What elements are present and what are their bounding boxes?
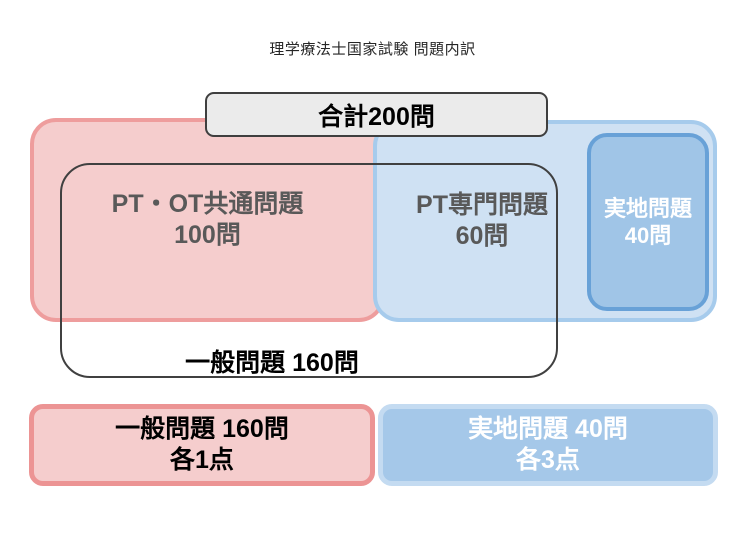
practical-questions-line1: 実地問題 bbox=[603, 195, 692, 221]
specialized-questions-line2: 60問 bbox=[455, 222, 509, 250]
practical-questions-line2: 40問 bbox=[624, 223, 672, 248]
general-score-line1: 一般問題 160問 bbox=[115, 414, 289, 443]
practical-score-label: 実地問題 40問 各3点 bbox=[468, 414, 628, 477]
specialized-questions-area: PT専門問題 60問 bbox=[377, 124, 587, 318]
practical-questions-label: 実地問題 40問 bbox=[604, 195, 692, 250]
practical-score-line2: 各3点 bbox=[516, 446, 580, 474]
total-questions-label: 合計200問 bbox=[318, 102, 435, 131]
practical-score-line1: 実地問題 40問 bbox=[468, 414, 628, 443]
practical-score-box: 実地問題 40問 各3点 bbox=[378, 404, 718, 486]
common-questions-region: PT・OT共通問題 100問 bbox=[30, 118, 385, 322]
general-questions-label: 一般問題 160問 bbox=[185, 349, 359, 377]
general-score-line2: 各1点 bbox=[170, 446, 234, 474]
specialized-questions-label: PT専門問題 60問 bbox=[416, 190, 548, 253]
general-score-label: 一般問題 160問 各1点 bbox=[115, 414, 289, 477]
diagram-title: 理学療法士国家試験 問題内訳 bbox=[269, 41, 476, 58]
common-questions-line2: 100問 bbox=[174, 221, 241, 249]
specialized-questions-line1: PT専門問題 bbox=[416, 190, 548, 219]
general-questions-outline: 一般問題 160問 bbox=[60, 163, 558, 378]
common-questions-line1: PT・OT共通問題 bbox=[111, 189, 304, 218]
general-score-box: 一般問題 160問 各1点 bbox=[29, 404, 375, 486]
practical-questions-box: 実地問題 40問 bbox=[587, 133, 709, 311]
total-questions-box: 合計200問 bbox=[205, 92, 548, 137]
common-questions-label: PT・OT共通問題 100問 bbox=[112, 189, 304, 252]
